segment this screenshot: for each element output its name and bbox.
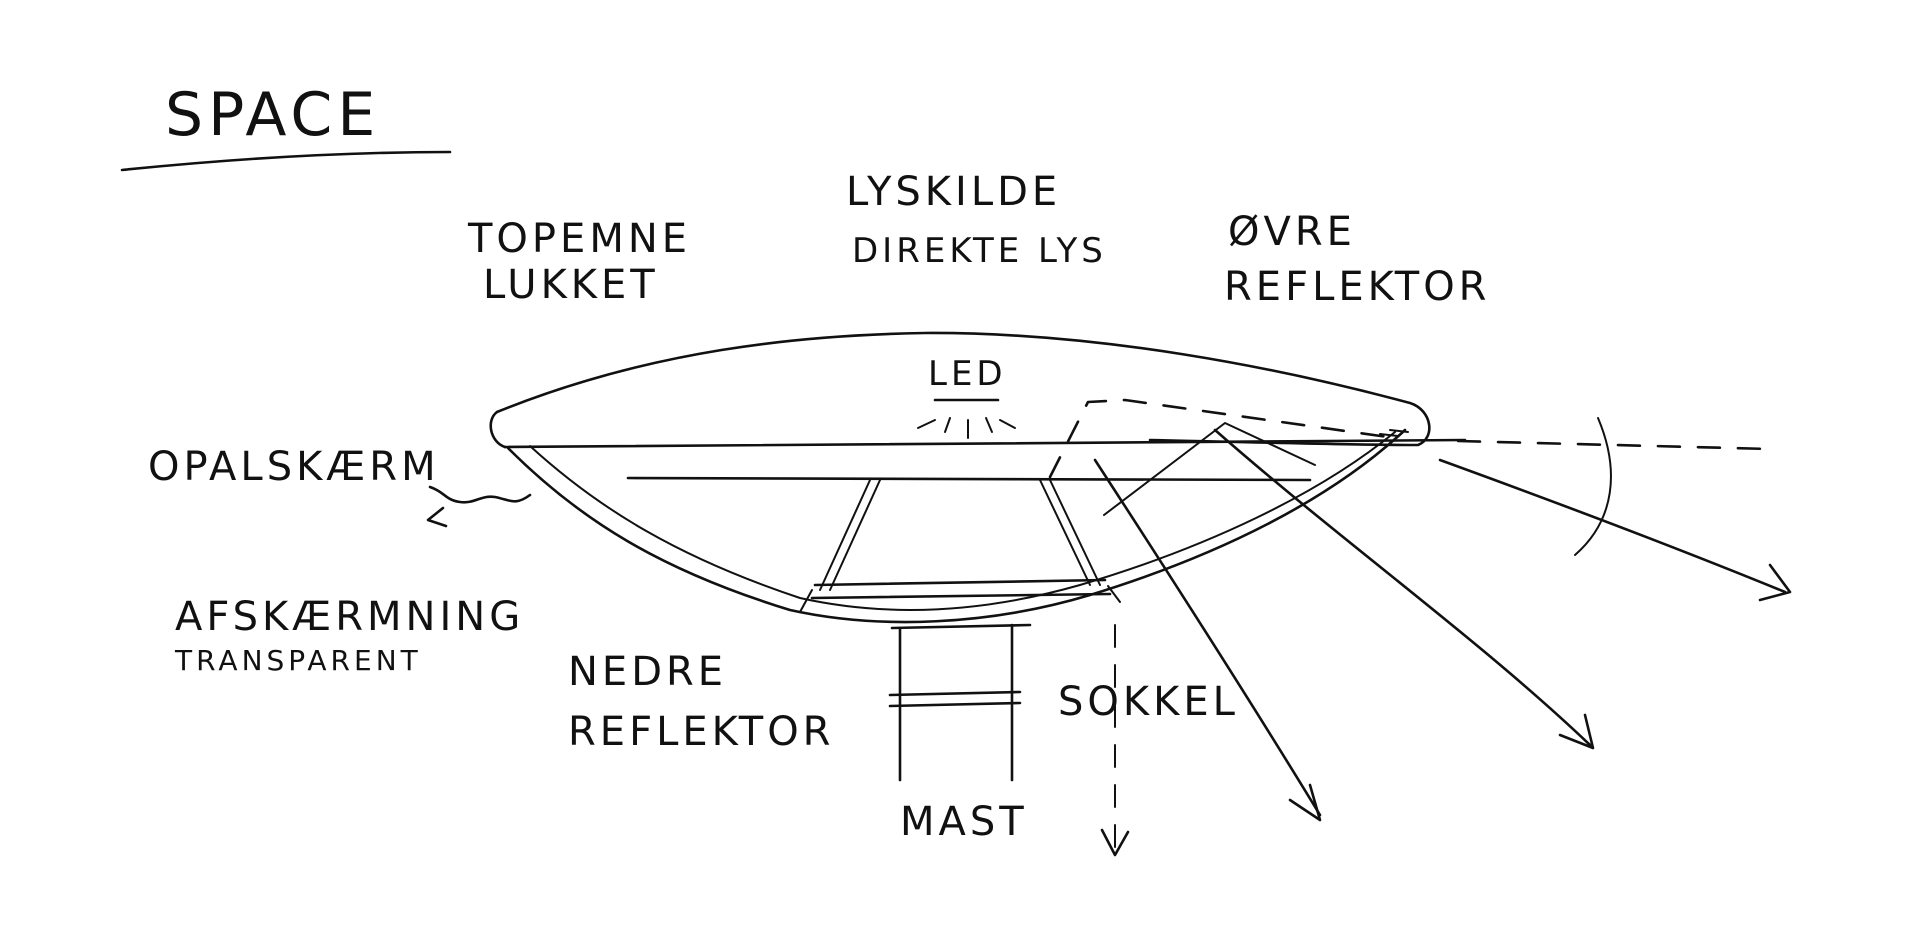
- inner-strut-left-a: [820, 480, 870, 590]
- lower-plate-line-1: [815, 580, 1105, 585]
- lamp-lower-bowl-outer: [508, 430, 1405, 622]
- label-lyskilde-line1: LYSKILDE: [846, 169, 1061, 215]
- title-underline: [122, 152, 450, 170]
- lower-plate-line-2: [812, 594, 1110, 598]
- label-sokkel: SOKKEL: [1058, 679, 1239, 725]
- ray-down-right-2: [1215, 430, 1590, 745]
- lamp-top-left-end: [491, 412, 505, 447]
- opalskaerm-pointer-arrowhead: [428, 508, 446, 526]
- inner-strut-right-a: [1040, 480, 1090, 585]
- label-ovre-line1: ØVRE: [1228, 209, 1356, 255]
- label-opalskaerm: OPALSKÆRM: [148, 444, 440, 490]
- label-nedre-line2: REFLEKTOR: [568, 709, 834, 755]
- sokkel-band-2: [890, 703, 1020, 706]
- label-mast: MAST: [900, 799, 1028, 845]
- ray-horizontal-out: [1440, 460, 1785, 592]
- label-led: LED: [928, 354, 1007, 394]
- label-ovre-line2: REFLEKTOR: [1224, 264, 1490, 310]
- opalskaerm-wavy-pointer: [430, 487, 530, 502]
- diagram-title: SPACE: [165, 80, 380, 150]
- upper-reflector-dashed-profile: [1050, 400, 1395, 477]
- label-lyskilde-line2: DIREKTE LYS: [852, 231, 1107, 271]
- inner-strut-left-b: [830, 480, 880, 590]
- label-topemne-line2: LUKKET: [483, 262, 659, 308]
- mast-top-cap: [892, 625, 1030, 628]
- sokkel-band-1: [890, 692, 1020, 695]
- label-afskaermning-line2: TRANSPARENT: [174, 644, 422, 677]
- label-topemne-line1: TOPEMNE: [467, 216, 691, 262]
- light-cone-arc: [1575, 418, 1611, 555]
- label-afskaermning-line1: AFSKÆRMNING: [175, 594, 524, 640]
- label-nedre-line1: NEDRE: [568, 649, 727, 695]
- rim-dashed-extension: [1458, 441, 1770, 449]
- inner-reflector-plate: [628, 478, 1310, 480]
- inner-strut-right-b: [1050, 480, 1100, 585]
- led-rays: [918, 418, 1015, 438]
- ray-to-reflector: [1104, 423, 1315, 515]
